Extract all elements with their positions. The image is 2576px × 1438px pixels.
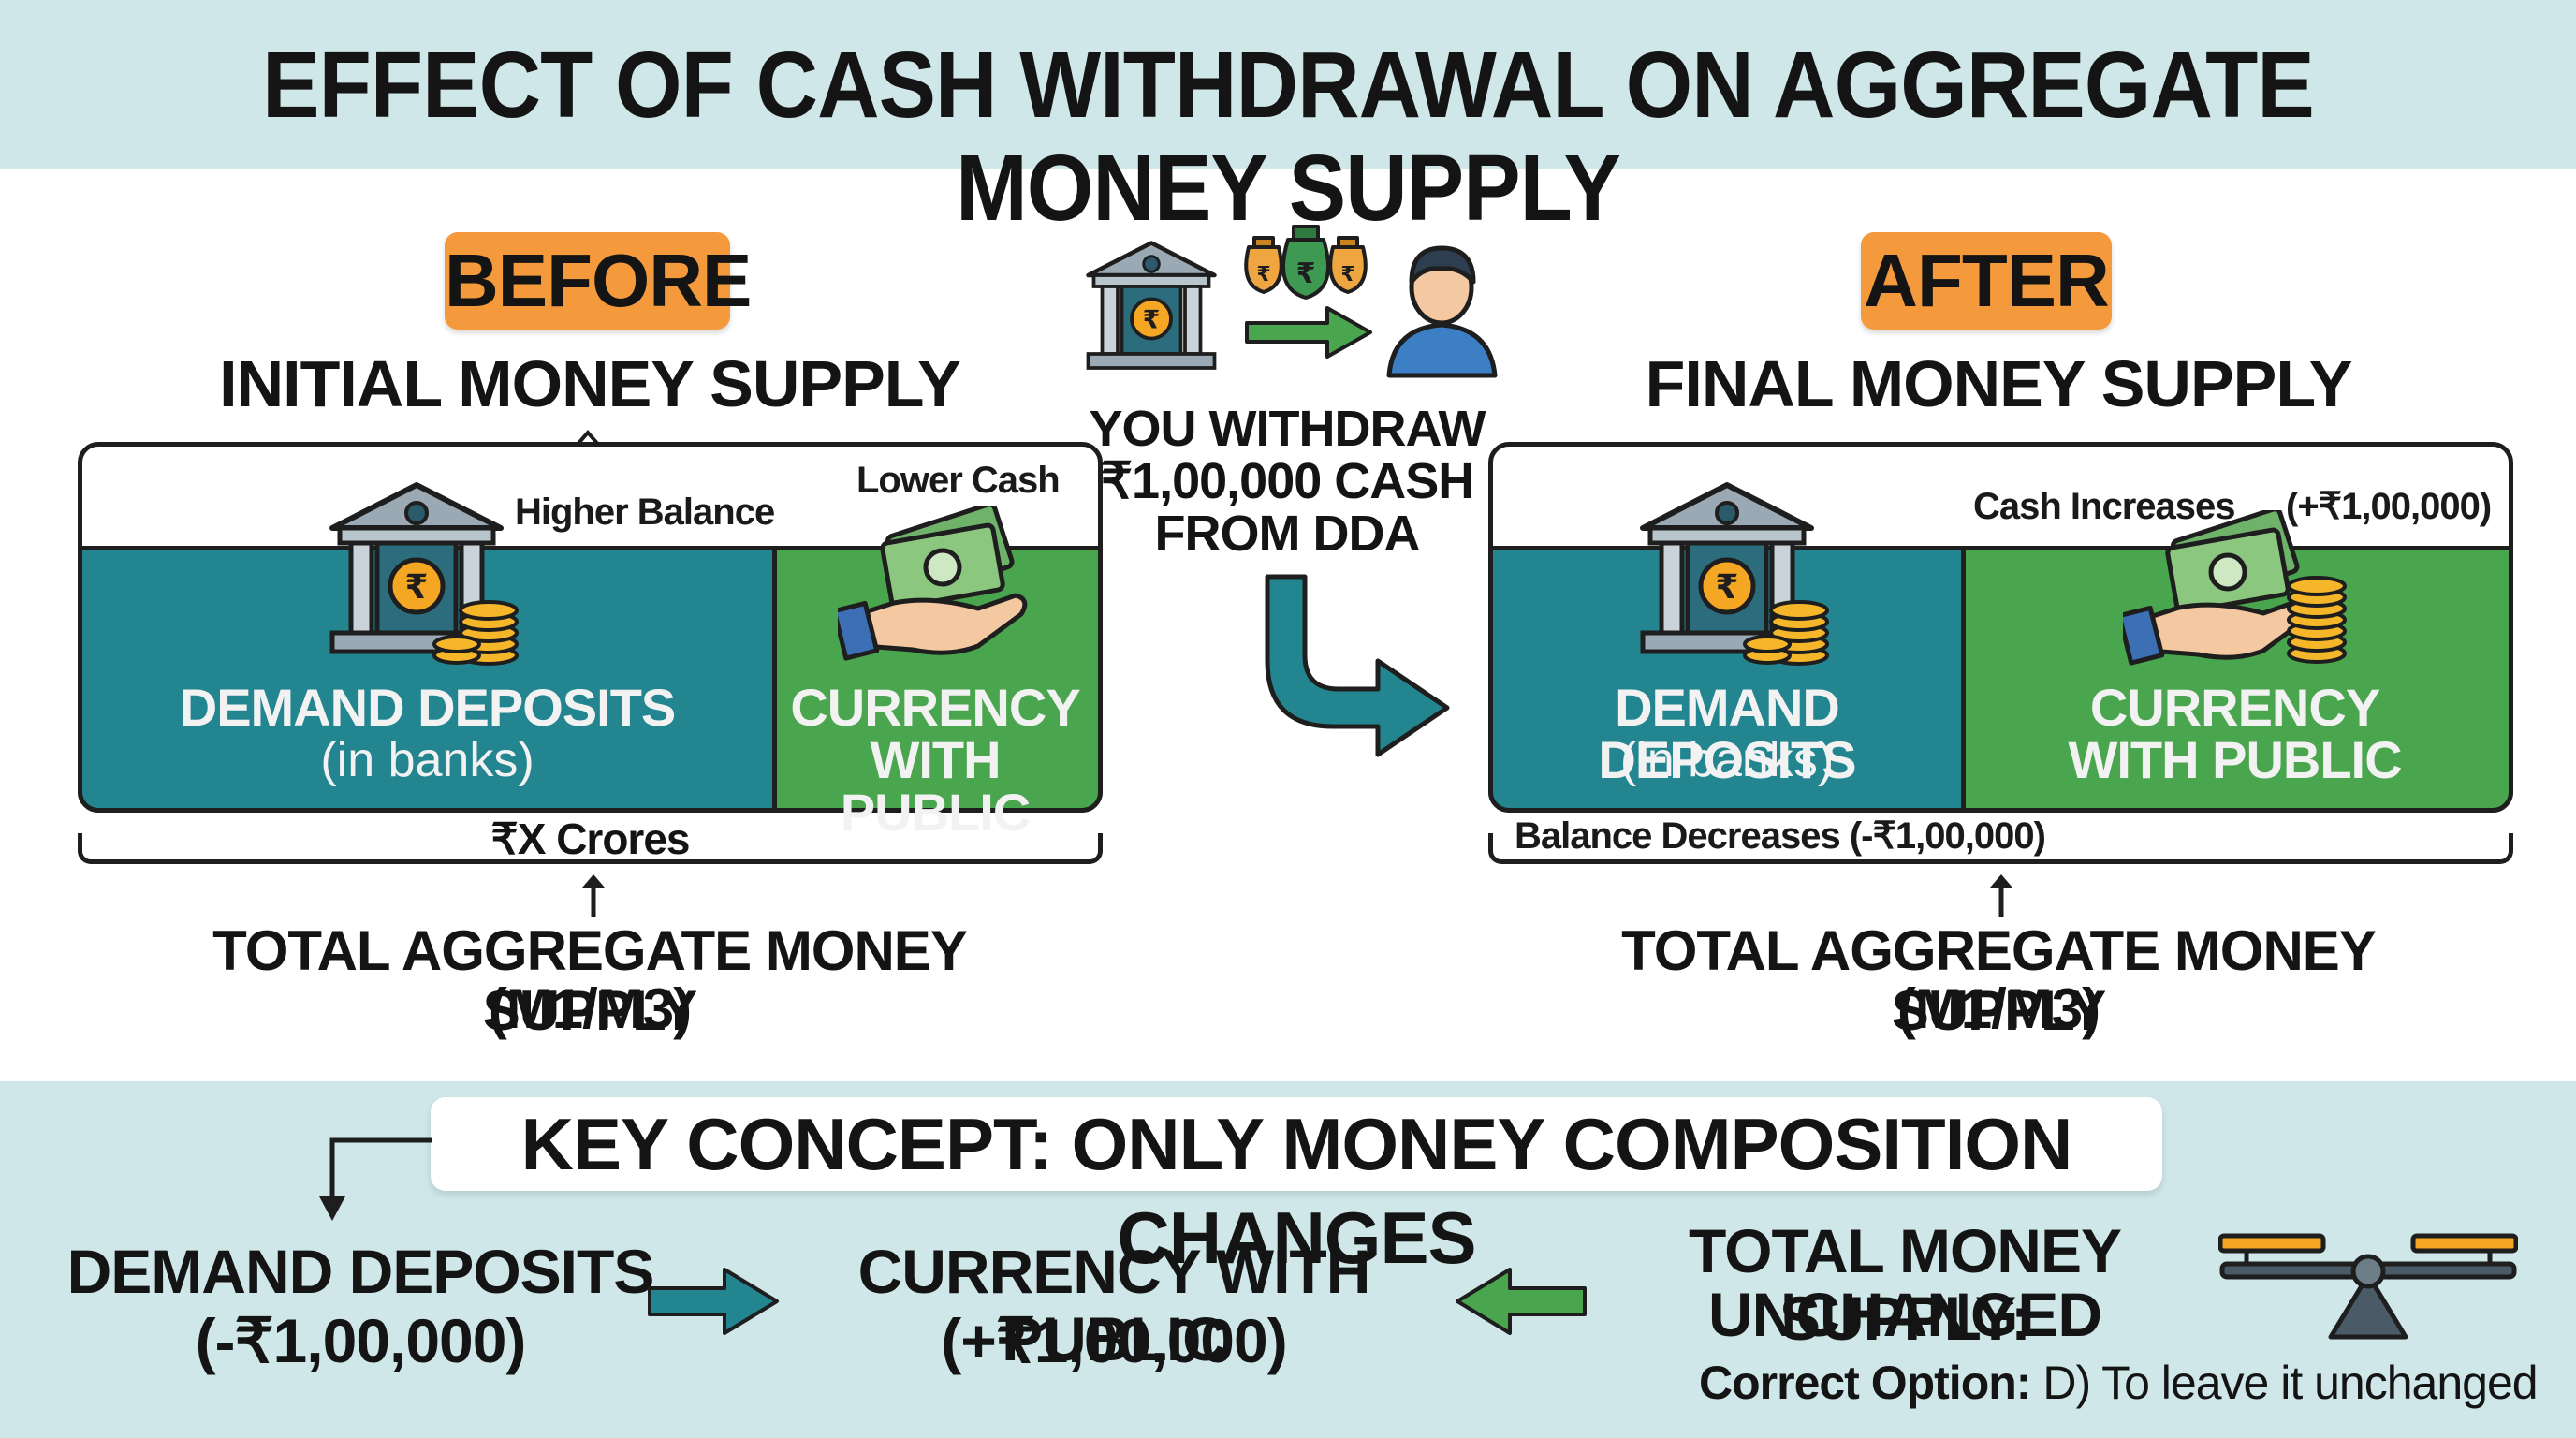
after-currency-line2: WITH PUBLIC: [2068, 730, 2402, 789]
svg-text:₹: ₹: [404, 568, 428, 607]
cash-in-hand-icon: [2123, 510, 2313, 666]
key-currency-label: CURRENCY WITH PUBLIC: [857, 1237, 1371, 1373]
cash-increases-label: Cash Increases: [1973, 486, 2236, 527]
arrow-icon: [1456, 1268, 1587, 1335]
correct-option-text: D) To leave it unchanged: [2042, 1357, 2538, 1409]
coin-stack-icon: [432, 600, 519, 666]
key-concept-title: KEY CONCEPT: ONLY MONEY COMPOSITION CHAN…: [431, 1097, 2162, 1279]
after-deposits-label: DEMAND DEPOSITS: [1598, 678, 1856, 789]
after-total-label: TOTAL AGGREGATE MONEY SUPPLY: [1621, 919, 2377, 1042]
balance-decreases-label: Balance Decreases (-₹1,00,000): [1509, 814, 2051, 858]
svg-text:₹: ₹: [1340, 263, 1354, 286]
before-currency-line1: CURRENCY: [790, 678, 1080, 737]
arrow-icon: [1245, 306, 1372, 359]
before-currency-line2: WITH PUBLIC: [840, 730, 1031, 842]
before-bracket: [78, 833, 1103, 864]
cash-increase-amount: (+₹1,00,000): [2286, 486, 2492, 527]
key-deposits-label: DEMAND DEPOSITS: [66, 1237, 655, 1306]
higher-balance-label: Higher Balance: [515, 492, 775, 533]
after-deposits-sub: (in banks): [1619, 733, 1835, 787]
person-icon: [1386, 245, 1498, 378]
arrow-up-icon: [1990, 874, 2012, 917]
coin-stack-icon: [1743, 600, 1829, 666]
before-total-label: TOTAL AGGREGATE MONEY SUPPLY: [212, 919, 968, 1042]
after-tag: AFTER: [1861, 232, 2112, 330]
page-title: EFFECT OF CASH WITHDRAWAL ON AGGREGATE M…: [262, 33, 2315, 241]
initial-money-supply-heading: INITIAL MONEY SUPPLY: [219, 347, 961, 420]
balance-scale-icon: [2218, 1233, 2518, 1340]
svg-text:₹: ₹: [1715, 568, 1738, 607]
header-band: [0, 0, 2576, 169]
coin-stack-icon: [2287, 576, 2347, 664]
key-deposits-change: (-₹1,00,000): [195, 1306, 527, 1375]
key-currency-change: (+₹1,00,000): [941, 1306, 1287, 1375]
svg-text:₹: ₹: [1296, 257, 1316, 290]
cash-in-hand-icon: [838, 506, 1028, 661]
correct-option: Correct Option: D) To leave it unchanged: [1699, 1356, 2539, 1410]
bank-icon: ₹: [329, 482, 504, 654]
svg-text:₹: ₹: [1143, 305, 1161, 334]
after-currency-line1: CURRENCY: [2089, 678, 2380, 737]
before-tag: BEFORE: [445, 232, 752, 330]
before-total-value: ₹X Crores: [490, 814, 690, 863]
key-total-state: UNCHANGED: [1708, 1280, 2102, 1349]
key-total-label: TOTAL MONEY SUPPLY:: [1688, 1216, 2122, 1353]
correct-option-prefix: Correct Option:: [1699, 1357, 2031, 1409]
final-money-supply-heading: FINAL MONEY SUPPLY: [1645, 347, 2353, 420]
arrow-up-icon: [582, 874, 605, 917]
curved-arrow-icon: [1265, 574, 1450, 757]
withdraw-line2: ₹1,00,000 CASH: [1100, 453, 1475, 509]
after-total-sub: (M1/M3): [1896, 977, 2100, 1040]
arrow-icon: [648, 1268, 779, 1335]
money-bag-icon: ₹ ₹ ₹: [1244, 225, 1368, 300]
withdraw-line3: FROM DDA: [1154, 506, 1421, 562]
before-total-sub: (M1/M3): [488, 977, 692, 1040]
after-bracket: [1488, 833, 2513, 864]
before-deposits-label: DEMAND DEPOSITS: [179, 678, 677, 737]
withdraw-line1: YOU WITHDRAW: [1089, 401, 1486, 457]
elbow-arrow-icon: [319, 1137, 432, 1221]
bank-icon: ₹: [1086, 241, 1217, 370]
svg-text:₹: ₹: [1256, 263, 1270, 286]
lower-cash-label: Lower Cash: [856, 460, 1061, 501]
before-deposits-sub: (in banks): [320, 733, 534, 787]
